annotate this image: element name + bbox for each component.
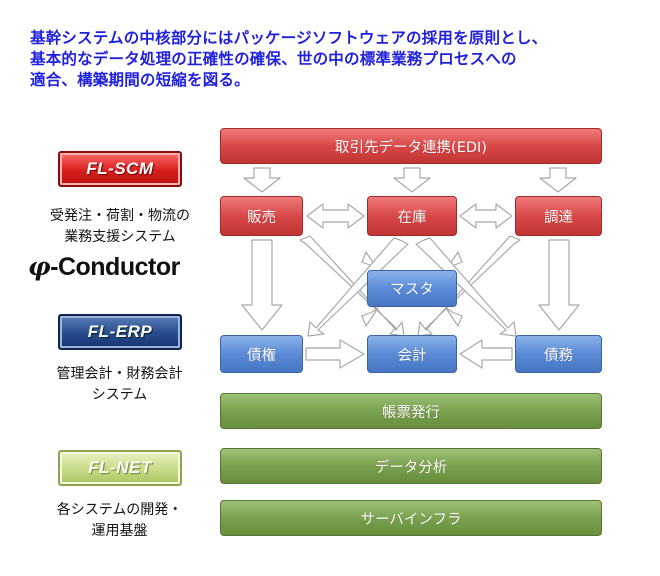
arrow-edi-to-sales	[243, 167, 281, 193]
phi-conductor-logo: φ-Conductor	[28, 252, 180, 282]
headline-line-2: 基本的なデータ処理の正確性の確保、世の中の標準業務プロセスへの	[30, 50, 517, 68]
erp-description: 管理会計・財務会計 システム	[32, 364, 207, 406]
arrow-sales-stock	[306, 203, 365, 229]
net-description: 各システムの開発・ 運用基盤	[32, 500, 207, 542]
arrow-sales-to-receivable	[241, 239, 283, 331]
arrow-payable-to-accounting	[459, 339, 513, 369]
erp-description-line-1: 管理会計・財務会計	[56, 366, 183, 382]
arrow-master-to-accounting-left	[361, 307, 379, 327]
procurement-box: 調達	[515, 196, 602, 236]
accounting-box: 会計	[367, 335, 457, 373]
arrow-procure-to-payable	[538, 239, 580, 331]
phi-symbol: φ	[28, 252, 51, 281]
arrow-master-to-accounting-right	[445, 307, 463, 327]
scm-description: 受発注・荷割・物流の 業務支援システム	[20, 206, 220, 248]
receivable-box: 債権	[220, 335, 303, 373]
headline: 基幹システムの中核部分にはパッケージソフトウェアの採用を原則とし、 基本的なデー…	[30, 28, 640, 91]
forms-issuance-box: 帳票発行	[220, 393, 602, 429]
fl-scm-badge: FL-SCM	[58, 151, 182, 187]
conductor-name: -Conductor	[50, 253, 180, 281]
net-description-line-2: 運用基盤	[91, 523, 148, 539]
sales-box: 販売	[220, 196, 303, 236]
scm-description-line-1: 受発注・荷割・物流の	[50, 208, 190, 224]
arrow-edi-to-procure	[539, 167, 577, 193]
arrow-receivable-to-accounting	[305, 339, 365, 369]
fl-erp-badge: FL-ERP	[58, 314, 182, 350]
headline-line-1: 基幹システムの中核部分にはパッケージソフトウェアの採用を原則とし、	[30, 29, 548, 47]
master-box: マスタ	[367, 270, 457, 307]
arrow-edi-to-stock	[393, 167, 431, 193]
stock-box: 在庫	[367, 196, 457, 236]
erp-description-line-2: システム	[91, 387, 148, 403]
fl-net-badge: FL-NET	[58, 450, 182, 486]
edi-box: 取引先データ連携(EDI)	[220, 128, 602, 164]
net-description-line-1: 各システムの開発・	[56, 502, 183, 518]
payable-box: 債務	[515, 335, 602, 373]
arrow-stock-procure	[459, 203, 513, 229]
server-infra-box: サーバインフラ	[220, 500, 602, 536]
data-analysis-box: データ分析	[220, 448, 602, 484]
scm-description-line-2: 業務支援システム	[64, 229, 176, 245]
headline-line-3: 適合、構築期間の短縮を図る。	[30, 71, 250, 89]
